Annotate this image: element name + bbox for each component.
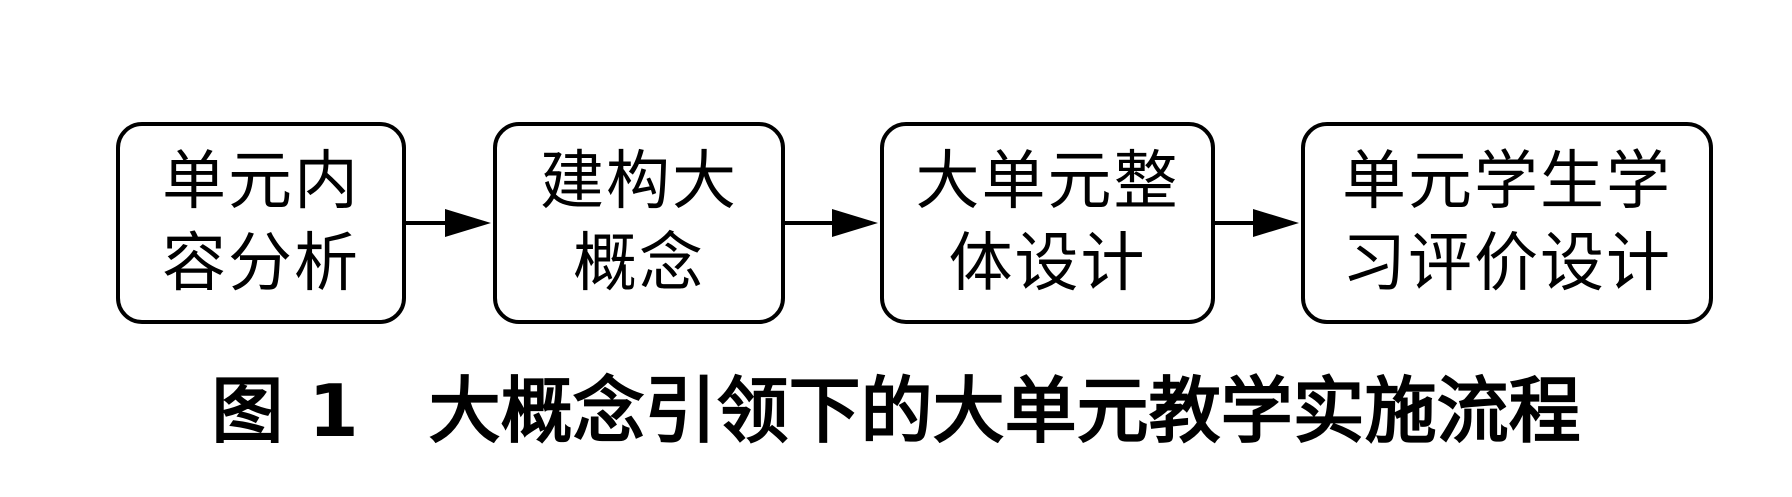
node-text-line: 概念 <box>573 227 705 301</box>
node-text-line: 容分析 <box>162 227 360 301</box>
arrow-head <box>832 209 878 237</box>
figure-caption: 图 1 大概念引领下的大单元教学实施流程 <box>0 366 1792 456</box>
node-text-line: 单元学生学 <box>1342 145 1672 219</box>
node-text-line: 体设计 <box>948 227 1147 301</box>
figure-title: 大概念引领下的大单元教学实施流程 <box>428 369 1581 453</box>
arrow-2-to-3 <box>785 209 878 237</box>
node-text-line: 大单元整 <box>915 145 1180 219</box>
arrow-3-to-4 <box>1215 209 1299 237</box>
arrow-head <box>1253 209 1299 237</box>
figure-label: 图 1 <box>211 369 359 453</box>
node-student-learning-assessment-design: 单元学生学 习评价设计 <box>1301 122 1713 324</box>
node-text-line: 单元内 <box>162 145 360 219</box>
node-construct-big-concept: 建构大 概念 <box>493 122 785 324</box>
arrow-head <box>445 209 491 237</box>
arrow-1-to-2 <box>406 209 491 237</box>
node-text-line: 习评价设计 <box>1342 227 1672 301</box>
node-text-line: 建构大 <box>540 145 738 219</box>
node-unit-content-analysis: 单元内 容分析 <box>116 122 406 324</box>
node-big-unit-overall-design: 大单元整 体设计 <box>880 122 1215 324</box>
